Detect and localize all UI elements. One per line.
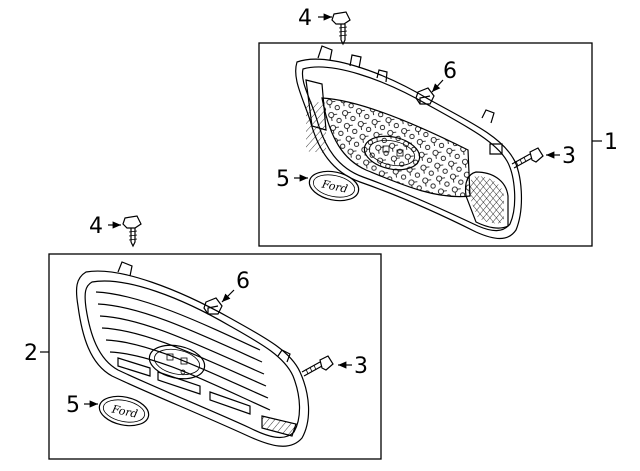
lower-nut-drawing [203, 297, 223, 315]
upper-grille-drawing [295, 45, 523, 240]
upper-nut-callout: 6 [443, 59, 457, 84]
lower-assembly: Ford 4 6 3 5 2 [24, 214, 382, 460]
lower-emblem-text: Ford [110, 402, 139, 420]
lower-grille-callout: 2 [24, 341, 38, 366]
lower-box-frame [48, 253, 382, 460]
upper-emblem-drawing: Ford [308, 170, 360, 202]
lower-emblem-drawing: Ford [98, 395, 150, 427]
upper-screw-drawing [331, 11, 351, 46]
upper-assembly: Ford 4 6 3 5 1 [258, 6, 618, 247]
upper-box-frame [258, 42, 593, 247]
upper-nut-drawing [415, 87, 435, 105]
upper-bolt-drawing [511, 147, 544, 169]
lower-emblem-callout: 5 [66, 393, 80, 418]
upper-emblem-text: Ford [320, 177, 349, 195]
lower-screw-callout: 4 [89, 214, 103, 239]
lower-bolt-drawing [301, 355, 334, 377]
upper-screw-callout: 4 [298, 6, 312, 31]
lower-nut-callout: 6 [236, 269, 250, 294]
upper-emblem-callout: 5 [276, 167, 290, 192]
lower-grille-drawing [75, 261, 310, 447]
lower-bolt-callout: 3 [354, 354, 368, 379]
upper-grille-callout: 1 [604, 130, 618, 155]
lower-screw-drawing [122, 215, 142, 248]
upper-bolt-callout: 3 [562, 144, 576, 169]
